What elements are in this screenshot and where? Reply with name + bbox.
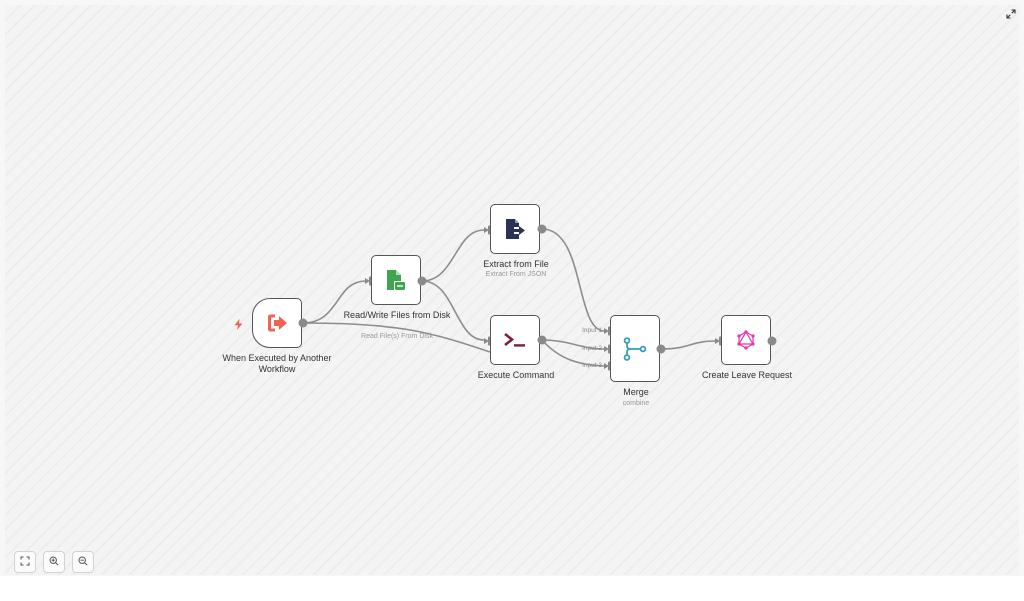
expand-icon[interactable]: [1006, 6, 1016, 24]
trigger-bolt-icon: [234, 317, 243, 335]
input-arrow-extract: [484, 227, 489, 233]
merge-input-label-3: Input 3: [582, 362, 602, 369]
output-handle-execute[interactable]: [537, 335, 547, 345]
node-merge[interactable]: [610, 315, 660, 382]
bottom-strip: [0, 576, 1024, 601]
node-execute[interactable]: [490, 315, 540, 365]
zoom-out-button[interactable]: [72, 551, 94, 573]
fit-view-icon: [20, 553, 30, 571]
node-label-extract: Extract from File: [483, 259, 549, 269]
input-arrow-readwrite: [365, 278, 370, 284]
output-handle-trigger[interactable]: [298, 318, 308, 328]
merge-icon: [623, 336, 647, 361]
node-extract[interactable]: [490, 204, 540, 254]
workflow-canvas[interactable]: [5, 5, 1019, 575]
node-label-trigger: When Executed by Another Workflow: [222, 353, 332, 374]
node-subtitle-merge: combine: [622, 400, 650, 407]
merge-input-arrow-1: [604, 328, 609, 334]
zoom-in-icon: [49, 553, 59, 571]
merge-input-label-2: Input 2: [582, 345, 602, 352]
file-disk-icon: [386, 269, 406, 291]
node-create[interactable]: [721, 315, 771, 365]
sign-out-icon: [266, 314, 288, 332]
input-arrow-execute: [484, 338, 489, 344]
output-handle-readwrite[interactable]: [417, 276, 427, 286]
node-trigger[interactable]: [252, 298, 302, 348]
fit-view-button[interactable]: [14, 551, 36, 573]
node-subtitle-readwrite: Read File(s) From Disk: [361, 333, 433, 340]
node-subtitle-extract: Extract From JSON: [485, 271, 547, 278]
output-handle-merge[interactable]: [656, 344, 666, 354]
input-arrow-create: [715, 338, 720, 344]
zoom-in-button[interactable]: [43, 551, 65, 573]
merge-input-arrow-2: [604, 346, 609, 352]
merge-input-label-1: Input 1: [582, 327, 602, 334]
output-handle-create[interactable]: [767, 336, 777, 346]
zoom-out-icon: [78, 553, 88, 571]
node-label-readwrite: Read/Write Files from Disk: [343, 310, 451, 320]
terminal-icon: [503, 332, 527, 348]
node-label-create: Create Leave Request: [701, 370, 793, 380]
output-handle-extract[interactable]: [537, 224, 547, 234]
graphql-icon: [736, 330, 756, 350]
node-label-execute: Execute Command: [477, 370, 555, 380]
node-readwrite[interactable]: [371, 255, 421, 305]
file-export-icon: [504, 218, 526, 240]
node-label-merge: Merge: [623, 387, 649, 397]
merge-input-arrow-3: [604, 363, 609, 369]
